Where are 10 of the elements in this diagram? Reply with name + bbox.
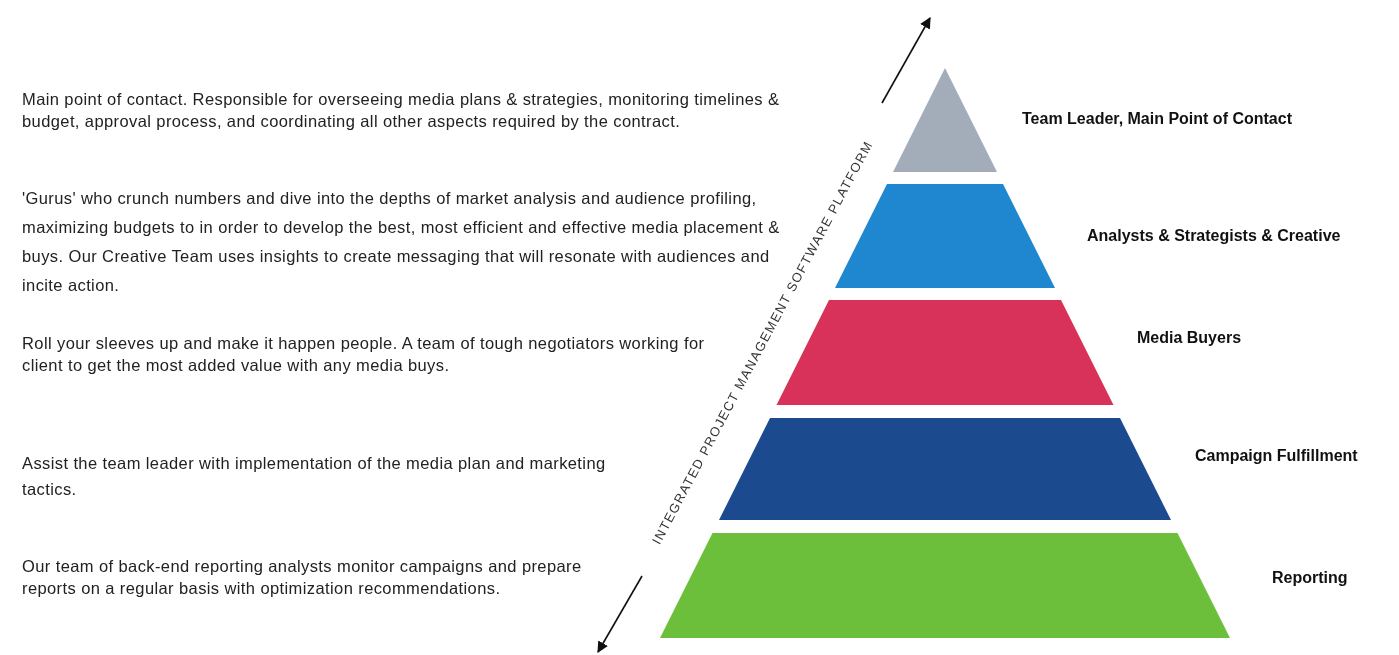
tier-description: Our team of back-end reporting analysts monitor campaigns and prepare reports on a regular basis with optimization recommendations. [22, 556, 583, 599]
tier-title: Campaign Fulfillment [1195, 447, 1358, 465]
tier-description: Main point of contact. Responsible for overseeing media plans & strategies, monitoring timelines & budget, approval process, and coordinating all other aspects required by the contract. [22, 89, 781, 132]
tier-description: Roll your sleeves up and make it happen people. A team of tough negotiators working for client to get the most added value with any media buys. [22, 333, 706, 376]
tier-title: Analysts & Strategists & Creative [1087, 227, 1341, 245]
pyramid-tier [893, 68, 997, 172]
tier-title: Team Leader, Main Point of Contact [1022, 110, 1292, 128]
tier-description: Assist the team leader with implementation of the media plan and marketing tactics. [22, 453, 607, 500]
tier-title: Reporting [1272, 569, 1348, 587]
tier-title: Media Buyers [1137, 329, 1242, 347]
